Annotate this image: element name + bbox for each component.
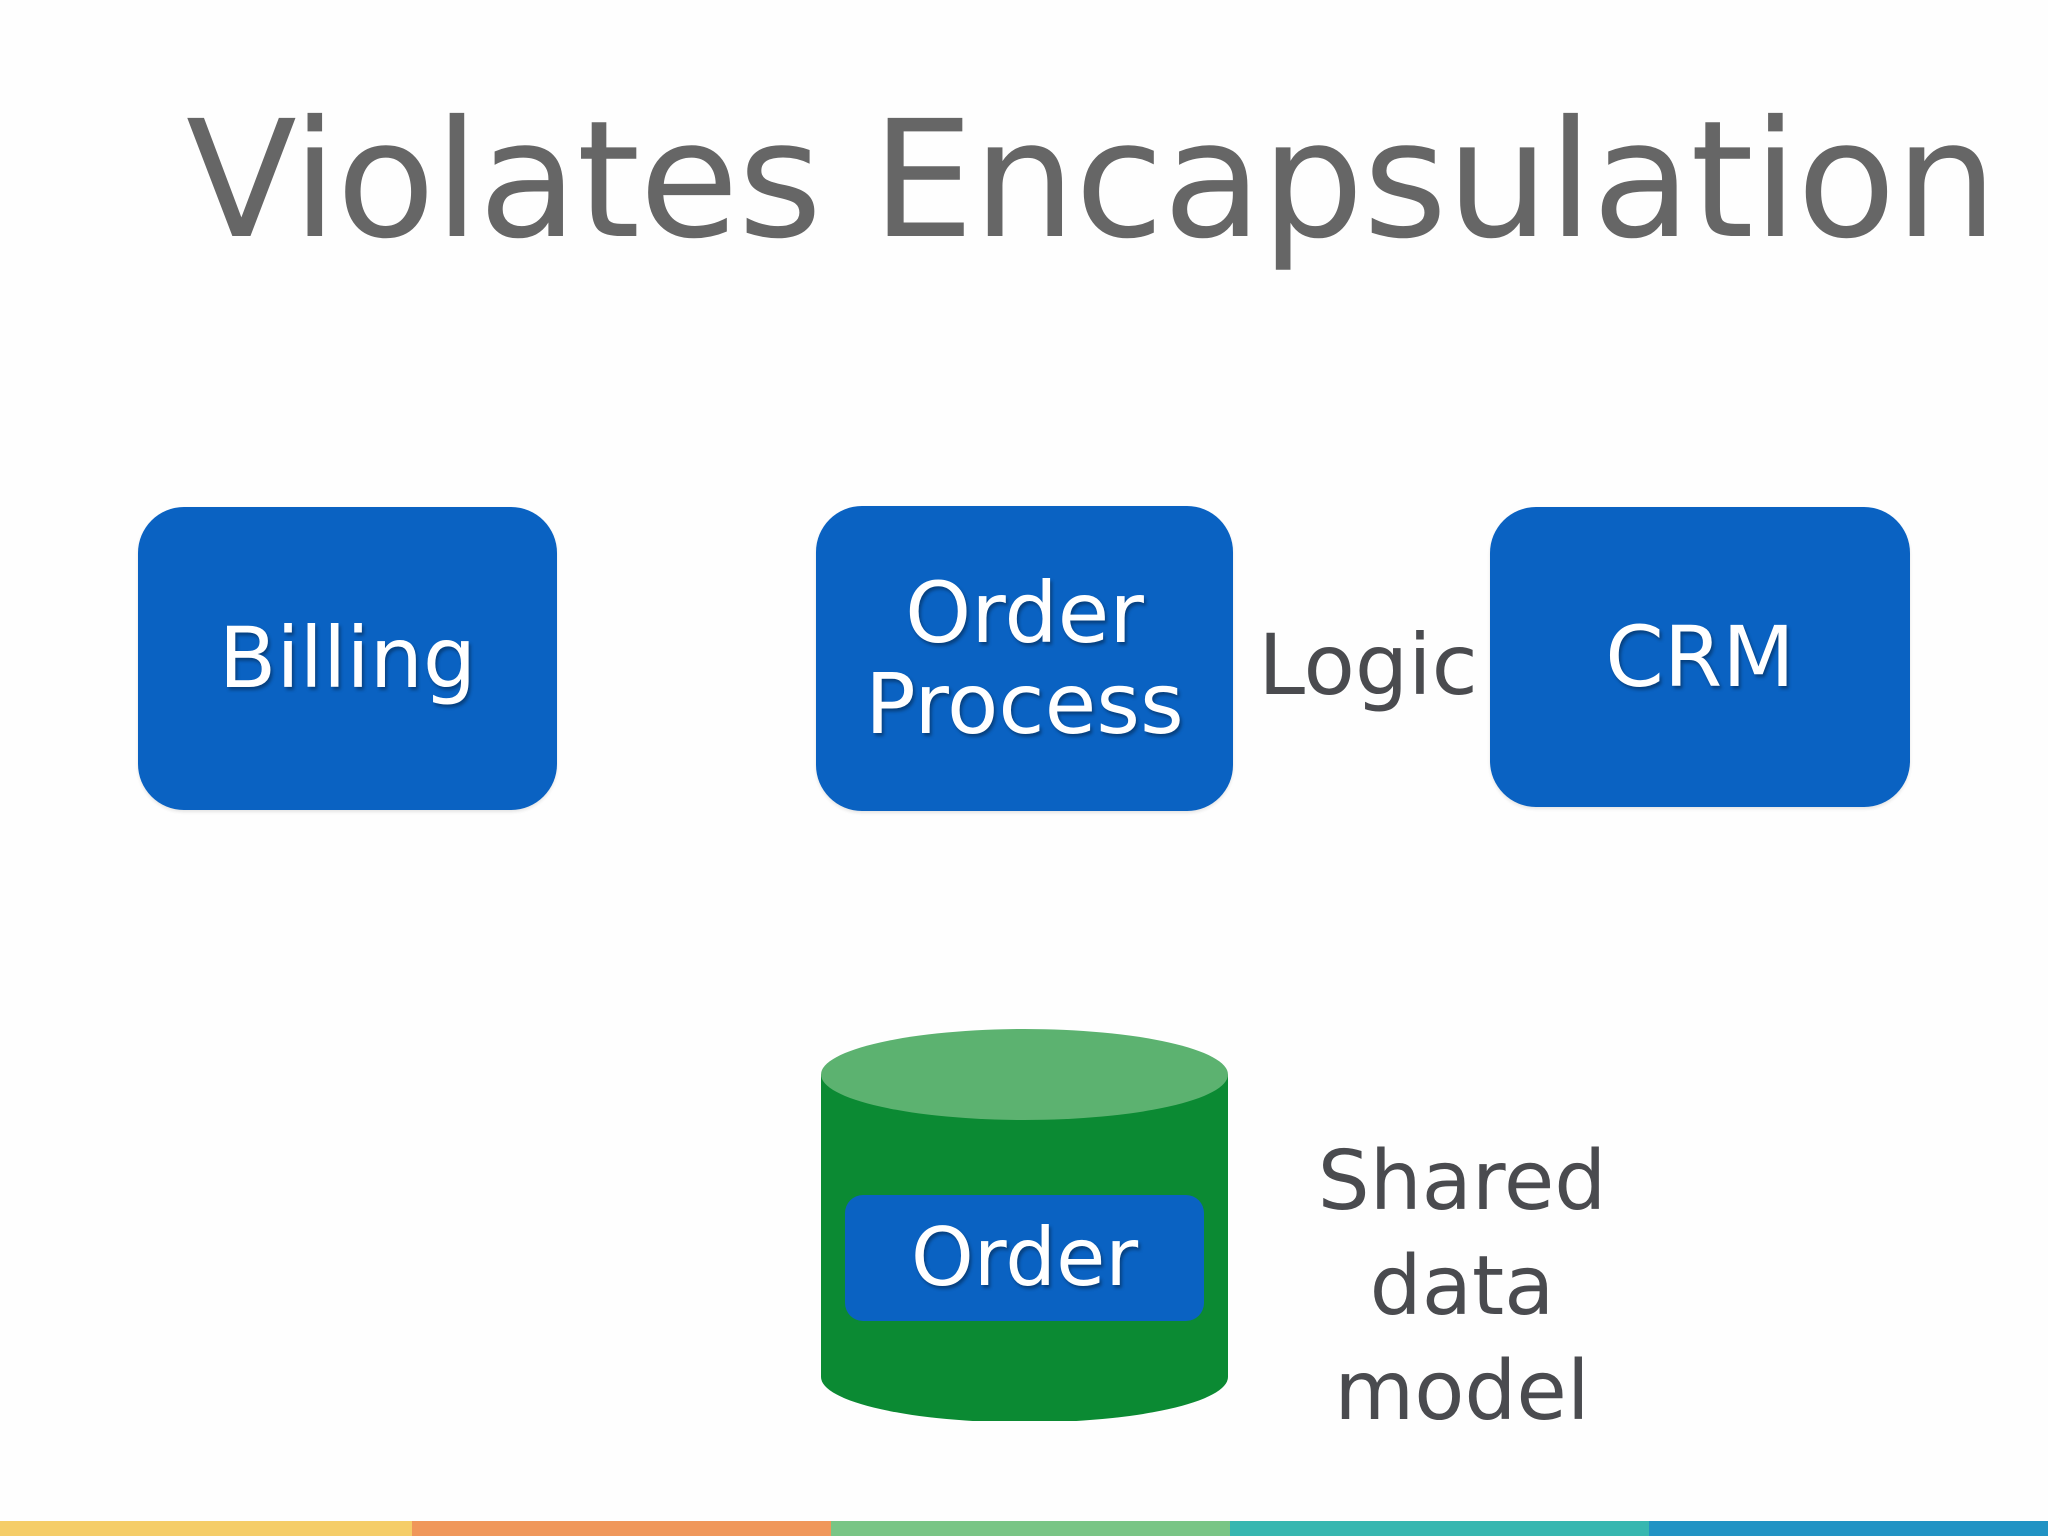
accent-bar-segment-orange (412, 1521, 831, 1536)
service-box-order-process-label: Order Process (865, 563, 1184, 753)
accent-bar-segment-blue (1649, 1521, 2048, 1536)
annotation-shared-data-model: Shared data model (1317, 1134, 1607, 1439)
page-title: Violates Encapsulation (186, 87, 1998, 275)
accent-bar-segment-teal (1230, 1521, 1649, 1536)
accent-bar-segment-yellow (0, 1521, 412, 1536)
accent-bar (0, 1521, 2048, 1536)
accent-bar-segment-green (831, 1521, 1230, 1536)
service-box-billing-label: Billing (218, 609, 477, 708)
service-box-order-process[interactable]: Order Process (816, 506, 1233, 811)
entity-chip-order-label: Order (910, 1210, 1139, 1304)
service-box-crm[interactable]: CRM (1490, 507, 1910, 807)
service-box-crm-label: CRM (1605, 607, 1795, 706)
cylinder-top-ellipse (821, 1029, 1228, 1120)
entity-chip-order[interactable]: Order (845, 1195, 1204, 1321)
annotation-logic: Logic (1258, 616, 1478, 714)
service-box-billing[interactable]: Billing (138, 507, 557, 810)
